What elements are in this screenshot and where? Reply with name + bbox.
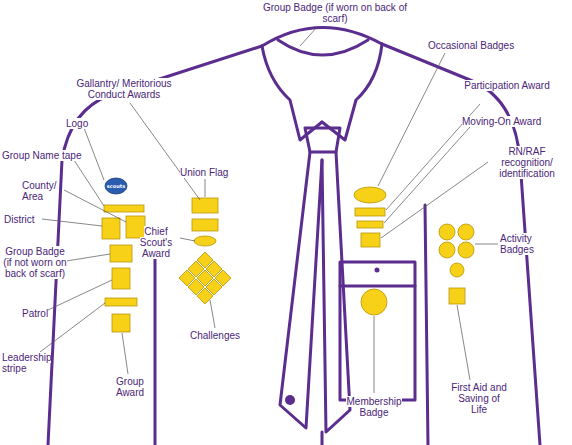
callout-label: First Aid and Saving of Life [450,382,508,415]
label-text: Group Award [116,376,144,398]
label-text: Group Badge (if not worn on back of scar… [3,246,66,279]
callout-label: Group Badge (if worn on back of scarf) [260,2,410,24]
label-text: Chief Scout's Award [140,226,172,259]
callout-label: RN/RAF recognition/ identification [486,146,568,179]
callout-label: Gallantry/ Meritorious Conduct Awards [58,78,190,100]
callout-label: District [4,214,44,225]
label-text: First Aid and Saving of Life [451,382,507,415]
label-text: Group Name tape [2,150,82,161]
callout-label: Moving-On Award [462,116,562,127]
callout-label: Union Flag [180,167,240,178]
label-text: Membership Badge [346,396,401,418]
logo-text: scouts [105,183,127,189]
label-text: Union Flag [180,167,228,178]
label-text: Logo [66,118,88,129]
label-text: Occasional Badges [428,40,514,51]
label-text: District [4,214,35,225]
callout-label: Participation Award [462,80,552,91]
label-text: Moving-On Award [462,116,541,127]
label-text: Participation Award [464,80,549,91]
callout-label: Patrol [22,308,62,319]
callout-label: Challenges [190,330,260,341]
callout-label: Group Name tape [2,150,82,161]
label-text: Patrol [22,308,48,319]
callout-label: Group Badge (if not worn on back of scar… [2,246,68,279]
callout-label: County/ Area [22,180,66,202]
callout-label: Leadership stripe [2,352,54,374]
label-text: Leadership stripe [2,352,51,374]
label-text: Group Badge (if worn on back of scarf) [263,2,407,24]
label-text: Activity Badges [500,233,534,255]
callout-label: Chief Scout's Award [130,226,182,259]
label-text: Challenges [190,330,240,341]
callout-label: Membership Badge [342,396,406,418]
label-text: RN/RAF recognition/ identification [499,146,555,179]
callout-label: Occasional Badges [428,40,528,51]
callout-label: Group Award [106,376,154,398]
callout-label: Activity Badges [500,233,550,255]
label-text: County/ Area [22,180,56,202]
callout-label: Logo [66,118,106,129]
label-text: Gallantry/ Meritorious Conduct Awards [76,78,171,100]
label-text: scouts [107,183,125,189]
